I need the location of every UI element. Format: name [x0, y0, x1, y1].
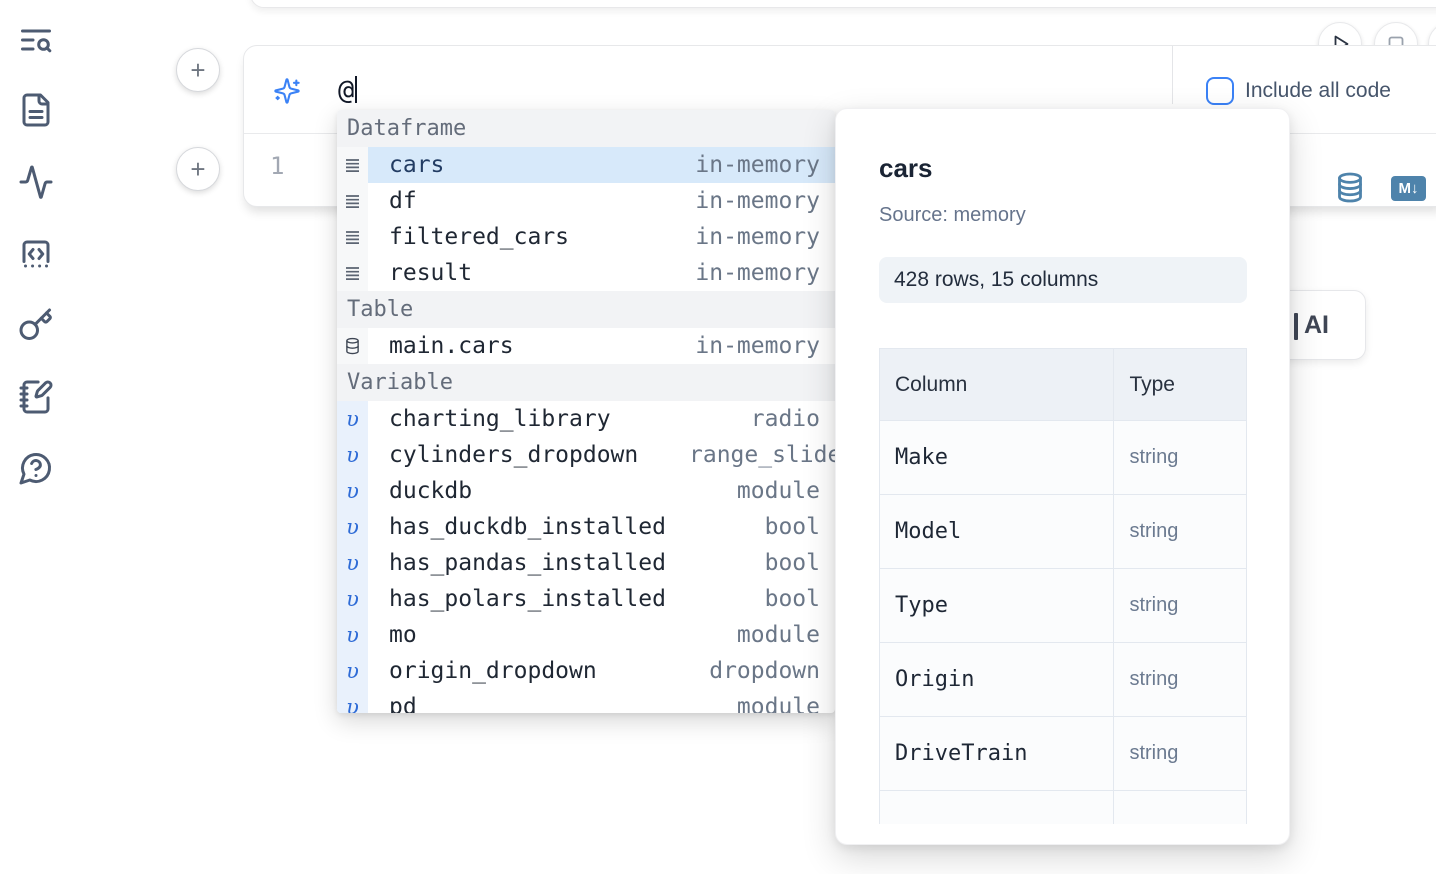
- divider: [1172, 46, 1173, 104]
- help-chat-icon[interactable]: [18, 450, 54, 486]
- shape-badge: 428 rows, 15 columns: [879, 257, 1247, 303]
- line-number: 1: [270, 152, 285, 180]
- variable-icon: υ: [337, 617, 368, 653]
- column-header: Column: [879, 348, 1115, 421]
- section-header-dataframe: Dataframe: [337, 110, 835, 147]
- database-icon[interactable]: [1336, 171, 1364, 204]
- file-text-icon[interactable]: [18, 92, 54, 128]
- scratchpad-icon[interactable]: [18, 379, 54, 415]
- dataframe-rows-icon: [337, 219, 368, 255]
- dataframe-rows-icon: [337, 255, 368, 291]
- sparkles-icon: [274, 78, 300, 104]
- add-cell-above-button[interactable]: +: [176, 48, 220, 92]
- include-all-code-checkbox[interactable]: [1206, 77, 1234, 105]
- table-row: Make string: [879, 420, 1247, 495]
- include-all-code-label[interactable]: Include all code: [1245, 79, 1391, 102]
- table-row: DriveTrain string: [879, 716, 1247, 791]
- schema-table: Column Type Make string Model string Typ…: [879, 348, 1247, 824]
- list-search-icon[interactable]: [18, 22, 54, 58]
- type-header: Type: [1113, 348, 1247, 421]
- variable-icon: υ: [337, 401, 368, 437]
- table-row: Origin string: [879, 642, 1247, 717]
- text-caret: [355, 76, 358, 103]
- database-icon: [337, 328, 368, 364]
- table-row: Type string: [879, 568, 1247, 643]
- variable-icon: υ: [337, 473, 368, 509]
- ai-prompt-input[interactable]: @: [338, 75, 358, 106]
- dataframe-rows-icon: [337, 147, 368, 183]
- code-snippets-icon[interactable]: [18, 236, 54, 272]
- table-row-clipped: [879, 790, 1247, 824]
- variable-icon: υ: [337, 581, 368, 617]
- section-header-variable: Variable: [337, 364, 835, 401]
- dataframe-rows-icon: [337, 183, 368, 219]
- preview-title: cars: [879, 153, 933, 183]
- activity-icon[interactable]: [18, 164, 54, 200]
- variable-icon: υ: [337, 653, 368, 689]
- variable-icon: υ: [337, 689, 368, 713]
- code-editor[interactable]: 1 M↓: [244, 134, 1436, 206]
- add-cell-below-button[interactable]: +: [176, 147, 220, 191]
- schema-table-wrap: Column Type Make string Model string Typ…: [879, 348, 1248, 824]
- clipped-letter: [1294, 313, 1298, 340]
- previous-cell-edge: [250, 0, 1436, 8]
- key-icon[interactable]: [18, 307, 54, 343]
- dataframe-preview-panel: cars Source: memory 428 rows, 15 columns…: [835, 108, 1290, 845]
- section-header-table: Table: [337, 291, 835, 328]
- table-row: Model string: [879, 494, 1247, 569]
- variable-icon: υ: [337, 437, 368, 473]
- preview-source: Source: memory: [879, 204, 1026, 226]
- variable-icon: υ: [337, 545, 368, 581]
- variable-icon: υ: [337, 509, 368, 545]
- markdown-icon[interactable]: M↓: [1391, 176, 1426, 201]
